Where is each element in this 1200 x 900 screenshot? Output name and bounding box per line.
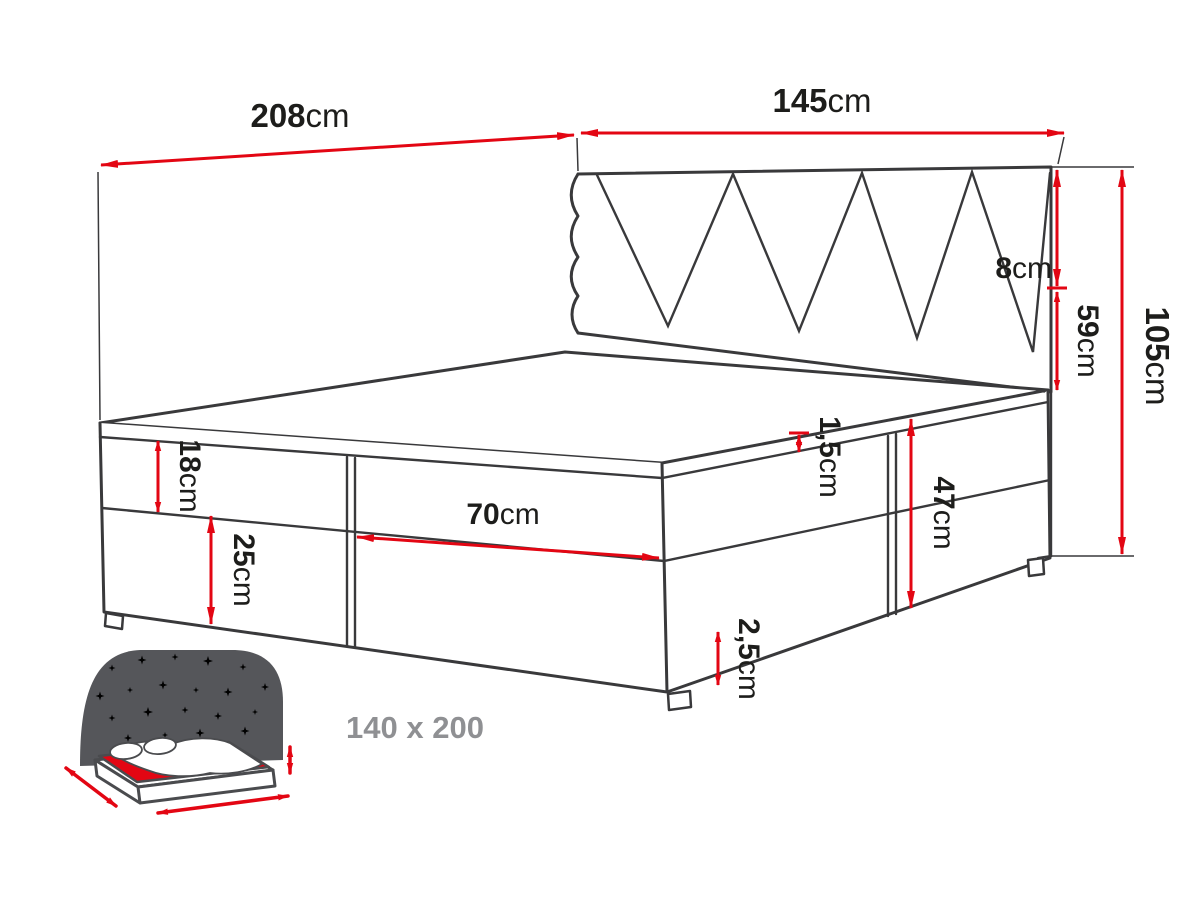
dimension-label-2-5: 2,5cm xyxy=(732,618,765,700)
dimension-18: 18cm xyxy=(154,439,206,513)
icon-width-arrow xyxy=(64,766,118,808)
bed-size-icon xyxy=(64,650,294,815)
dimension-70: 70cm xyxy=(356,498,660,561)
icon-pillow-left xyxy=(109,741,143,761)
dimension-label-208: 208cm xyxy=(250,97,349,134)
bed-size-label: 140 x 200 xyxy=(346,710,484,745)
dimension-label-8: 8cm xyxy=(995,252,1052,285)
bed-feet xyxy=(103,556,1046,712)
base-seam xyxy=(100,478,1052,563)
topper-seam xyxy=(98,400,1050,480)
dimension-label-59: 59cm xyxy=(1071,304,1104,377)
dimension-105: 105cm xyxy=(1118,169,1176,555)
dimension-208: 208cm xyxy=(100,97,575,168)
dimension-47: 47cm xyxy=(907,418,960,609)
headboard-zigzag-pattern xyxy=(595,168,1052,353)
icon-pillow-right xyxy=(143,736,177,756)
panel-seams xyxy=(345,432,898,649)
icon-length-arrow xyxy=(156,794,290,815)
dimension-label-145: 145cm xyxy=(772,82,871,119)
dimension-1-5: 1,5cm xyxy=(789,416,846,498)
dimension-label-25: 25cm xyxy=(227,533,260,606)
dimension-lines: 208cm 145cm 8cm 59cm 105cm 18cm 25cm xyxy=(100,82,1176,700)
headboard-outline xyxy=(569,165,1053,394)
dimension-25: 25cm xyxy=(207,515,260,625)
extension-lines xyxy=(97,136,1134,557)
bed-line-art xyxy=(97,136,1134,712)
night-sky-headboard-shape xyxy=(80,650,283,766)
dimension-label-47: 47cm xyxy=(927,476,960,549)
dimension-label-1-5: 1,5cm xyxy=(813,416,846,498)
dimension-label-18: 18cm xyxy=(173,439,206,512)
dimension-label-70: 70cm xyxy=(466,498,539,531)
dimension-59: 59cm xyxy=(1053,291,1104,391)
dimension-145: 145cm xyxy=(580,82,1065,137)
dimension-label-105: 105cm xyxy=(1139,306,1176,405)
dimension-8: 8cm xyxy=(995,169,1067,290)
dimension-2-5: 2,5cm xyxy=(714,618,765,700)
